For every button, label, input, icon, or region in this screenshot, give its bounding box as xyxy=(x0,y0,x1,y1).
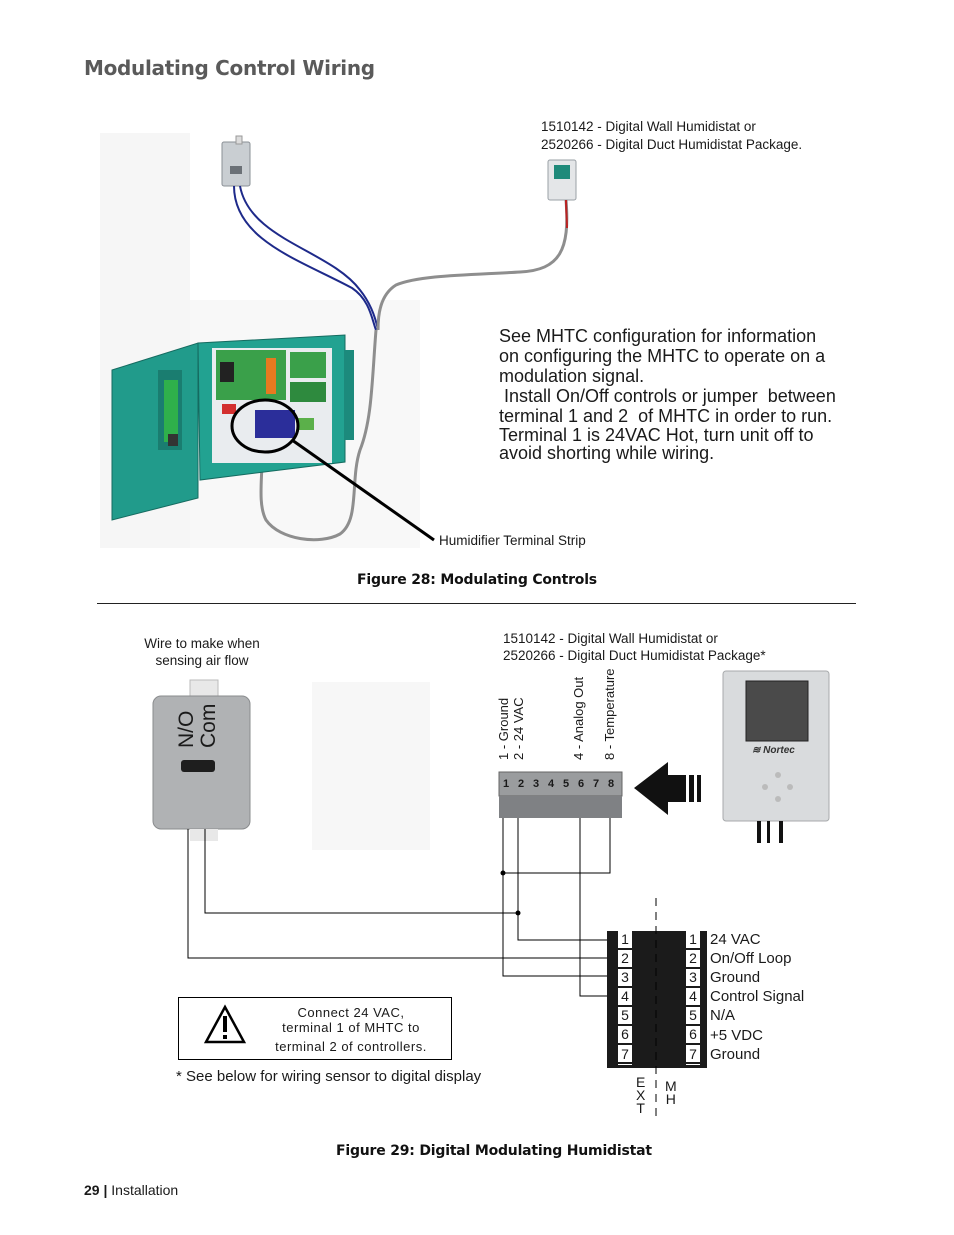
airflow-label: Wire to make when sensing air flow xyxy=(144,636,260,668)
terminal-label: N/A xyxy=(710,1007,736,1024)
section-title: Modulating Control Wiring xyxy=(84,56,375,80)
mh-row-separators xyxy=(686,931,700,1068)
wall-sensor-small xyxy=(221,135,251,187)
ext-row-separators xyxy=(618,931,632,1068)
terminal-label: Ground xyxy=(710,1046,761,1063)
wiring-lines xyxy=(187,818,611,997)
terminal-labels: 24 VAC On/Off Loop Ground Control Signal… xyxy=(710,930,804,1064)
section-divider xyxy=(97,603,856,604)
note-line: terminal 1 and 2 of MHTC in order to run… xyxy=(499,406,833,426)
mh-label: M H xyxy=(665,1078,677,1107)
note-line: Install On/Off controls or jumper betwee… xyxy=(499,386,836,406)
note-line: on configuring the MHTC to operate on a xyxy=(499,346,826,366)
page-number: 29 xyxy=(84,1182,100,1198)
figure-28-caption: Figure 28: Modulating Controls xyxy=(357,572,597,588)
footer-section: Installation xyxy=(111,1182,179,1198)
pin-label-ground: 1 - Ground xyxy=(496,697,511,760)
insert-arrow-icon xyxy=(634,762,701,815)
control-cabinet xyxy=(111,334,354,521)
fig28-configuration-note: See MHTC configuration for information o… xyxy=(499,326,836,462)
terminal-strip-label: Humidifier Terminal Strip xyxy=(439,533,586,548)
terminal-label: On/Off Loop xyxy=(710,950,792,967)
airflow-switch xyxy=(152,679,251,841)
warning-box: Connect 24 VAC, terminal 1 of MHTC to te… xyxy=(178,997,452,1060)
pin-label-24vac: 2 - 24 VAC xyxy=(511,697,526,760)
fig28-humidistat-label: 1510142 - Digital Wall Humidistat or 252… xyxy=(541,119,803,152)
humidistat-connector xyxy=(498,771,623,818)
figure-29-caption: Figure 29: Digital Modulating Humidistat xyxy=(336,1143,652,1159)
note-line: Terminal 1 is 24VAC Hot, turn unit off t… xyxy=(499,425,814,445)
switch-labels: N/O Com xyxy=(175,703,220,748)
fig29-humidistat-label: 1510142 - Digital Wall Humidistat or 252… xyxy=(503,631,766,663)
digital-humidistat-small xyxy=(547,159,577,201)
terminal-label: 24 VAC xyxy=(710,931,761,948)
nortec-logo: ≋ Nortec xyxy=(752,745,795,756)
note-line: See MHTC configuration for information xyxy=(499,326,817,346)
terminal-label: Ground xyxy=(710,969,761,986)
page-footer: 29 | Installation xyxy=(84,1182,178,1198)
footer-separator: | xyxy=(103,1182,108,1198)
digital-humidistat-device xyxy=(722,670,830,843)
warning-icon xyxy=(203,1004,247,1044)
note-line: modulation signal. xyxy=(499,366,645,386)
pin-label-analog-out: 4 - Analog Out xyxy=(571,676,586,760)
ext-label: E X T xyxy=(636,1074,646,1116)
note-line: avoid shorting while wiring. xyxy=(499,443,715,463)
terminal-label: Control Signal xyxy=(710,988,805,1005)
terminal-label: +5 VDC xyxy=(710,1027,763,1044)
footnote: * See below for wiring sensor to digital… xyxy=(176,1068,482,1085)
pin-label-temperature: 8 - Temperature xyxy=(602,668,617,760)
warning-text: Connect 24 VAC, terminal 1 of MHTC to te… xyxy=(275,1005,427,1054)
